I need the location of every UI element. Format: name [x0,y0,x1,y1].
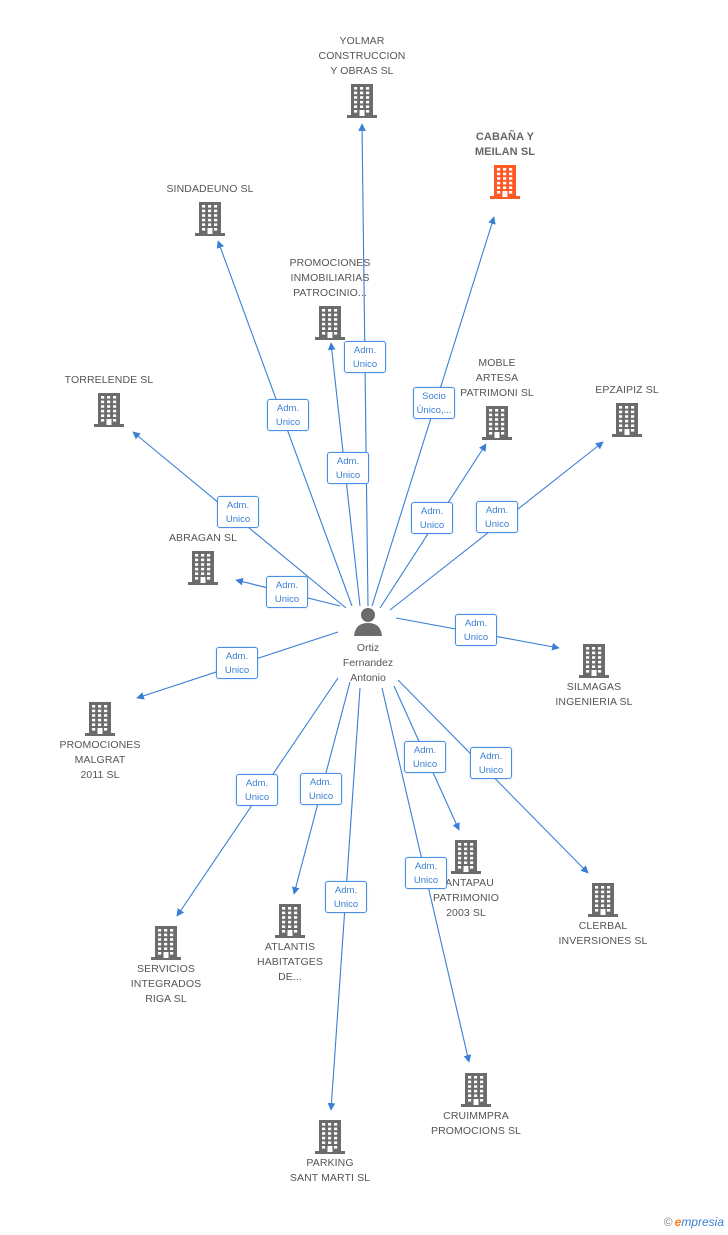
role-badge-cruimmpra[interactable]: Adm. Unico [405,857,447,889]
role-badge-abragan[interactable]: Adm. Unico [266,576,308,608]
building-icon [85,702,115,736]
building-icon [275,904,305,938]
role-badge-malgrat[interactable]: Adm. Unico [216,647,258,679]
building-icon [315,306,345,340]
building-icon [94,393,124,427]
company-label: PROMOCIONES INMOBILIARIAS PATROCINIO... [289,257,371,299]
company-label: MOBLE ARTESA PATRIMONI SL [460,357,534,399]
company-node-sindadeuno[interactable]: SINDADEUNO SL [145,182,275,236]
copyright-symbol: © [663,1215,673,1229]
company-node-promociones-inmob[interactable]: PROMOCIONES INMOBILIARIAS PATROCINIO... [265,256,395,340]
role-badge-sindadeuno[interactable]: Adm. Unico [267,399,309,431]
company-label: PARKING SANT MARTI SL [289,1157,371,1184]
company-node-clerbal[interactable]: CLERBAL INVERSIONES SL [538,881,668,949]
company-node-moble[interactable]: MOBLE ARTESA PATRIMONI SL [432,356,562,440]
building-icon [482,406,512,440]
building-icon [612,403,642,437]
company-label: SERVICIOS INTEGRADOS RIGA SL [130,963,202,1005]
role-badge-torrelende[interactable]: Adm. Unico [217,496,259,528]
role-badge-parking[interactable]: Adm. Unico [325,881,367,913]
role-badge-promociones-inmob[interactable]: Adm. Unico [327,452,369,484]
brand-name: mpresia [681,1215,724,1229]
company-label: PROMOCIONES MALGRAT 2011 SL [59,739,141,781]
company-label: CRUIMMPRA PROMOCIONS SL [431,1110,521,1137]
company-node-atlantis[interactable]: ATLANTIS HABITATGES DE... [225,902,355,985]
role-badge-servicios[interactable]: Adm. Unico [236,774,278,806]
role-badge-epzaipiz[interactable]: Adm. Unico [476,501,518,533]
company-node-silmagas[interactable]: SILMAGAS INGENIERIA SL [529,642,659,710]
footer-brand: ©empresia [664,1215,724,1229]
company-label: EPZAIPIZ SL [595,384,659,396]
building-icon [588,883,618,917]
role-badge-clerbal[interactable]: Adm. Unico [470,747,512,779]
company-label: CABAÑA Y MEILAN SL [474,131,536,158]
building-icon [151,926,181,960]
company-node-torrelende[interactable]: TORRELENDE SL [44,373,174,427]
company-label: ABRAGAN SL [168,532,238,544]
company-node-santapau[interactable]: SANTAPAU PATRIMONIO 2003 SL [401,838,531,921]
role-badge-cabana[interactable]: Socio Único,... [413,387,455,419]
company-node-servicios[interactable]: SERVICIOS INTEGRADOS RIGA SL [101,924,231,1007]
person-label: Ortiz Fernandez Antonio [342,642,394,684]
company-node-cruimmpra[interactable]: CRUIMMPRA PROMOCIONS SL [411,1071,541,1139]
role-badge-silmagas[interactable]: Adm. Unico [455,614,497,646]
role-badge-atlantis[interactable]: Adm. Unico [300,773,342,805]
company-node-yolmar[interactable]: YOLMAR CONSTRUCCION Y OBRAS SL [297,34,427,118]
company-label: YOLMAR CONSTRUCCION Y OBRAS SL [318,35,406,77]
brand-e: e [674,1215,682,1229]
role-badge-yolmar[interactable]: Adm. Unico [344,341,386,373]
company-node-cabana[interactable]: CABAÑA Y MEILAN SL [440,130,570,199]
building-icon [195,202,225,236]
person-icon [354,608,382,636]
building-icon [451,840,481,874]
building-icon [188,551,218,585]
building-icon [315,1120,345,1154]
company-label: ATLANTIS HABITATGES DE... [257,941,323,983]
building-icon [490,165,520,199]
building-icon [461,1073,491,1107]
company-node-epzaipiz[interactable]: EPZAIPIZ SL [562,383,692,437]
company-label: SANTAPAU PATRIMONIO 2003 SL [433,877,499,919]
company-label: SILMAGAS INGENIERIA SL [555,681,633,708]
company-node-abragan[interactable]: ABRAGAN SL [138,531,268,585]
company-node-malgrat[interactable]: PROMOCIONES MALGRAT 2011 SL [35,700,165,783]
company-label: SINDADEUNO SL [166,183,254,195]
role-badge-moble[interactable]: Adm. Unico [411,502,453,534]
company-label: TORRELENDE SL [64,374,154,386]
company-node-parking[interactable]: PARKING SANT MARTI SL [265,1118,395,1186]
person-node[interactable]: Ortiz Fernandez Antonio [318,606,418,686]
company-label: CLERBAL INVERSIONES SL [558,920,648,947]
building-icon [579,644,609,678]
building-icon [347,84,377,118]
role-badge-santapau[interactable]: Adm. Unico [404,741,446,773]
